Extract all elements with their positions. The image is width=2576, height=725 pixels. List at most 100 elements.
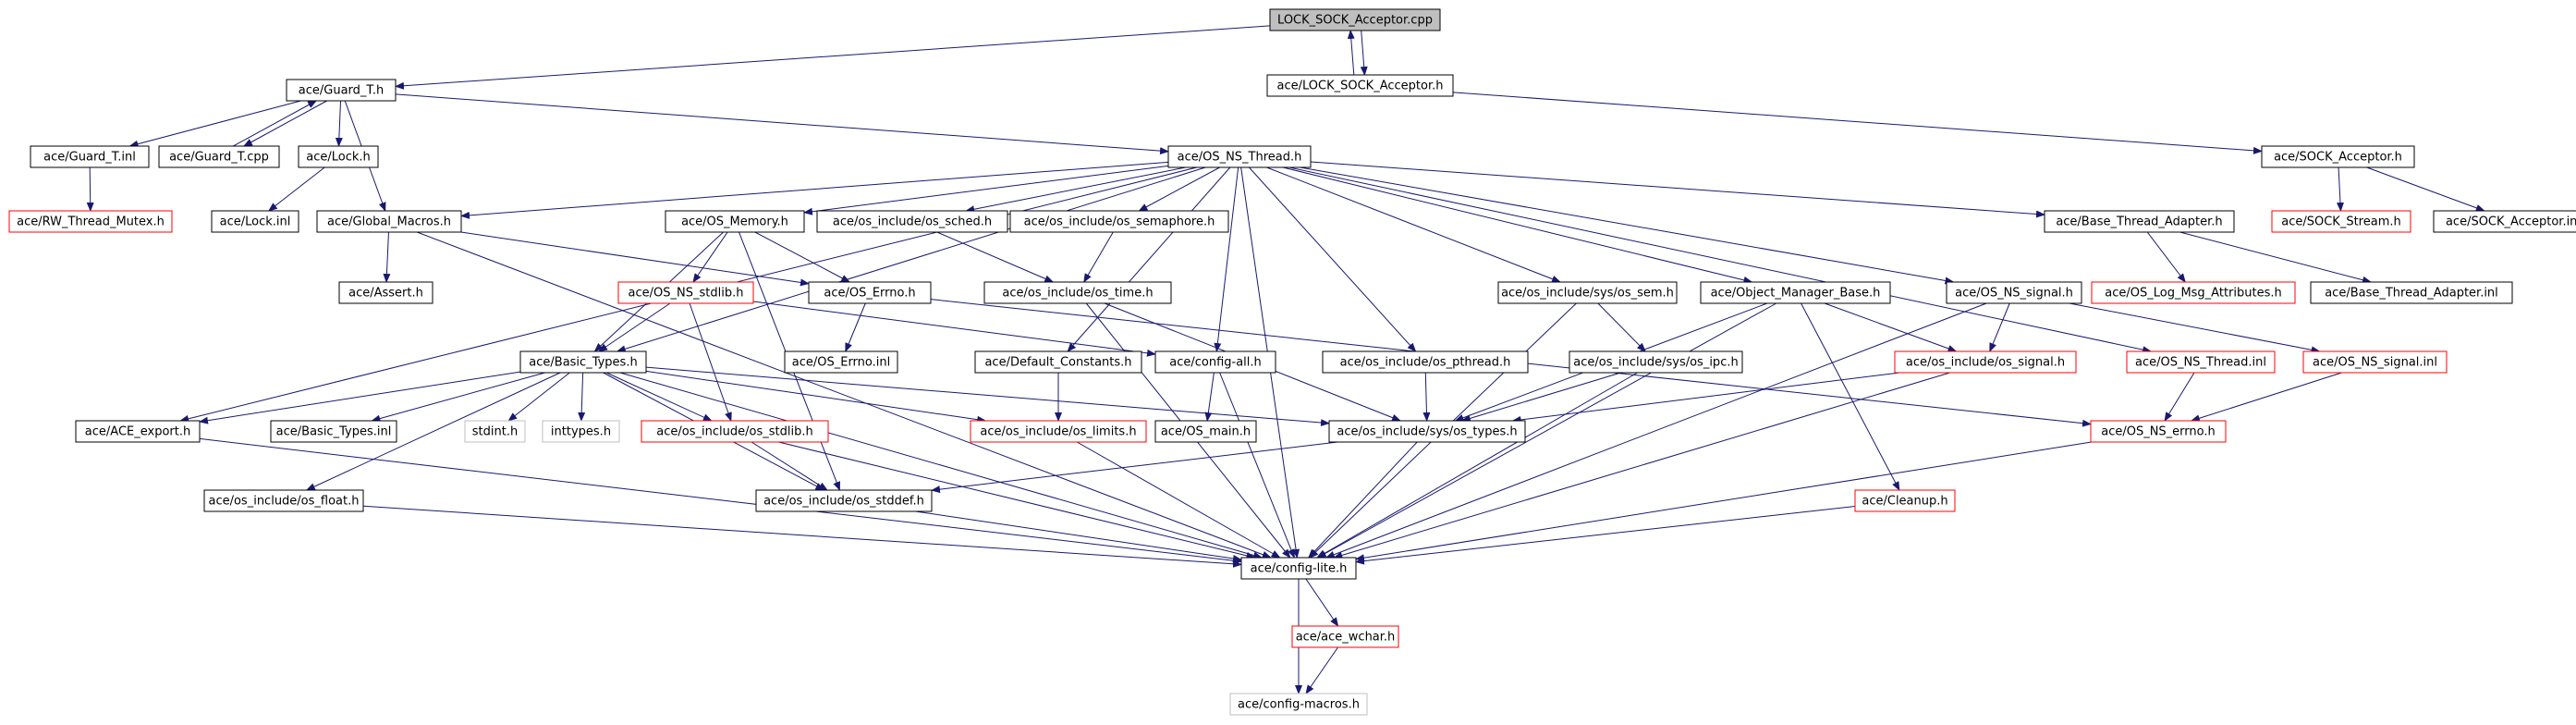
node-box <box>158 145 280 168</box>
node-os-semaphore[interactable]: ace/os_include/os_semaphore.h <box>1009 210 1229 233</box>
edge-os_stdlib-to-config_lite <box>778 441 1256 559</box>
node-label: ace/RW_Thread_Mutex.h <box>17 215 165 229</box>
node-label: inttypes.h <box>551 425 611 439</box>
node-box <box>970 420 1147 443</box>
node-box <box>1894 350 2077 374</box>
edge-layer <box>86 25 2485 694</box>
node-label: ace/Cleanup.h <box>1862 495 1947 509</box>
node-box <box>2302 350 2448 374</box>
node-os-ns-thread-h[interactable]: ace/OS_NS_Thread.h <box>1167 145 1312 168</box>
node-label: ace/ACE_export.h <box>85 425 190 439</box>
node-os-ns-signal-h[interactable]: ace/OS_NS_signal.h <box>1946 281 2082 304</box>
node-label: ace/os_include/os_float.h <box>208 495 359 509</box>
edge-os_ns_thread_h-to-config_all <box>1214 166 1239 352</box>
node-ace-wchar[interactable]: ace/ace_wchar.h <box>1291 625 1399 648</box>
node-rw-mutex[interactable]: ace/RW_Thread_Mutex.h <box>8 210 173 233</box>
node-os-log-msg[interactable]: ace/OS_Log_Msg_Attributes.h <box>2091 281 2296 304</box>
node-label: LOCK_SOCK_Acceptor.cpp <box>1277 14 1433 28</box>
node-box <box>755 489 933 512</box>
node-sys-sem[interactable]: ace/os_include/sys/os_sem.h <box>1497 281 1678 304</box>
node-sock-stream[interactable]: ace/SOCK_Stream.h <box>2271 210 2411 233</box>
node-label: ace/ace_wchar.h <box>1296 631 1396 645</box>
node-os-pthread[interactable]: ace/os_include/os_pthread.h <box>1322 350 1529 374</box>
edge-basic_types_h-to-os_limits <box>645 370 987 424</box>
node-base-thread-adapter-h[interactable]: ace/Base_Thread_Adapter.h <box>2044 210 2235 233</box>
node-basic-types-inl[interactable]: ace/Basic_Types.inl <box>270 420 397 443</box>
node-sock-acceptor-inl[interactable]: ace/SOCK_Acceptor.inl <box>2433 210 2576 233</box>
edge-sock_acceptor_h-to-sock_stream <box>2336 166 2344 212</box>
edge-object_manager_base-to-cleanup <box>1801 302 1900 491</box>
node-box <box>2091 281 2296 304</box>
node-os-signal[interactable]: ace/os_include/os_signal.h <box>1894 350 2077 374</box>
node-label: ace/config-lite.h <box>1251 562 1348 576</box>
node-box <box>75 420 201 443</box>
node-label: ace/Basic_Types.inl <box>276 425 392 439</box>
edge-os_ns_signal_h-to-os_ns_signal_inl <box>2069 302 2321 354</box>
node-sys-ipc[interactable]: ace/os_include/sys/os_ipc.h <box>1569 350 1743 374</box>
node-box <box>808 281 932 304</box>
node-box <box>1269 8 1441 31</box>
node-default-constants[interactable]: ace/Default_Constants.h <box>974 350 1142 374</box>
node-label: ace/LOCK_SOCK_Acceptor.h <box>1277 80 1444 93</box>
edge-os_ns_thread_h-to-os_semaphore <box>1138 166 1220 212</box>
edge-guard_h-to-guard_inl <box>128 100 301 148</box>
node-os-float[interactable]: ace/os_include/os_float.h <box>203 489 364 512</box>
node-basic-types-h[interactable]: ace/Basic_Types.h <box>519 350 647 374</box>
node-config-lite[interactable]: ace/config-lite.h <box>1240 557 1357 580</box>
node-os-errno-inl[interactable]: ace/OS_Errno.inl <box>784 350 898 374</box>
edge-os_ns_signal_h-to-config_lite <box>1325 302 1987 559</box>
node-os-errno-h[interactable]: ace/OS_Errno.h <box>808 281 932 304</box>
node-os-stddef[interactable]: ace/os_include/os_stddef.h <box>755 489 933 512</box>
node-os-memory[interactable]: ace/OS_Memory.h <box>665 210 805 233</box>
node-box <box>2310 281 2513 304</box>
edge-os_ns_thread_inl-to-os_ns_errno <box>2164 372 2195 422</box>
edge-global_macros-to-os_errno_h <box>460 231 810 287</box>
node-box <box>1009 210 1229 233</box>
edge-os_ns_signal_h-to-os_signal <box>1989 302 2010 352</box>
node-os-sched[interactable]: ace/os_include/os_sched.h <box>816 210 1008 233</box>
node-os-ns-stdlib[interactable]: ace/OS_NS_stdlib.h <box>617 281 754 304</box>
node-object-manager-base[interactable]: ace/Object_Manager_Base.h <box>1700 281 1891 304</box>
edge-basic_types_h-to-basic_types_inl <box>371 372 545 423</box>
node-os-ns-thread-inl[interactable]: ace/OS_NS_Thread.inl <box>2126 350 2276 374</box>
node-label: ace/SOCK_Acceptor.inl <box>2446 215 2576 229</box>
node-lock-h[interactable]: ace/Lock.h <box>298 145 379 168</box>
node-guard-h[interactable]: ace/Guard_T.h <box>286 79 397 102</box>
node-os-ns-errno[interactable]: ace/OS_NS_errno.h <box>2090 420 2227 443</box>
node-global-macros[interactable]: ace/Global_Macros.h <box>316 210 462 233</box>
node-guard-inl[interactable]: ace/Guard_T.inl <box>30 145 150 168</box>
node-box <box>1328 420 1526 443</box>
node-label: ace/Assert.h <box>348 287 423 301</box>
node-os-stdlib[interactable]: ace/os_include/os_stdlib.h <box>641 420 829 443</box>
edge-os_ns_errno-to-config_lite <box>1355 441 2092 562</box>
edge-os_float-to-config_lite <box>362 505 1242 568</box>
edge-lock_sock_h-to-sock_acceptor_h <box>1452 92 2263 154</box>
node-config-all[interactable]: ace/config-all.h <box>1154 350 1276 374</box>
node-guard-cpp[interactable]: ace/Guard_T.cpp <box>158 145 280 168</box>
node-sock-acceptor-h[interactable]: ace/SOCK_Acceptor.h <box>2261 145 2415 168</box>
node-base-thread-adapter-inl[interactable]: ace/Base_Thread_Adapter.inl <box>2310 281 2513 304</box>
node-root[interactable]: LOCK_SOCK_Acceptor.cpp <box>1269 8 1441 31</box>
node-box <box>298 145 379 168</box>
node-os-time[interactable]: ace/os_include/os_time.h <box>983 281 1172 304</box>
node-lock-inl[interactable]: ace/Lock.inl <box>211 210 299 233</box>
node-cleanup[interactable]: ace/Cleanup.h <box>1854 489 1956 512</box>
node-lock-sock-h[interactable]: ace/LOCK_SOCK_Acceptor.h <box>1266 74 1454 97</box>
edge-basic_types_h-to-os_stdlib <box>605 372 713 422</box>
node-sys-types[interactable]: ace/os_include/sys/os_types.h <box>1328 420 1526 443</box>
node-os-ns-signal-inl[interactable]: ace/OS_NS_signal.inl <box>2302 350 2448 374</box>
edge-os_ns_stdlib-to-os_stdlib <box>689 302 732 422</box>
node-box <box>2126 350 2276 374</box>
node-label: ace/OS_NS_errno.h <box>2101 425 2216 439</box>
node-label: ace/Base_Thread_Adapter.h <box>2056 215 2222 229</box>
node-box <box>1154 350 1276 374</box>
edge-os_ns_stdlib-to-basic_types_h <box>598 302 671 352</box>
node-box <box>316 210 462 233</box>
node-label: ace/os_include/os_stddef.h <box>763 495 924 509</box>
node-label: ace/SOCK_Stream.h <box>2281 215 2401 229</box>
node-os-main[interactable]: ace/OS_main.h <box>1154 420 1257 443</box>
node-os-limits[interactable]: ace/os_include/os_limits.h <box>970 420 1147 443</box>
node-assert-h[interactable]: ace/Assert.h <box>338 281 433 304</box>
node-ace-export[interactable]: ace/ACE_export.h <box>75 420 201 443</box>
edge-os_limits-to-config_lite <box>1076 441 1281 559</box>
